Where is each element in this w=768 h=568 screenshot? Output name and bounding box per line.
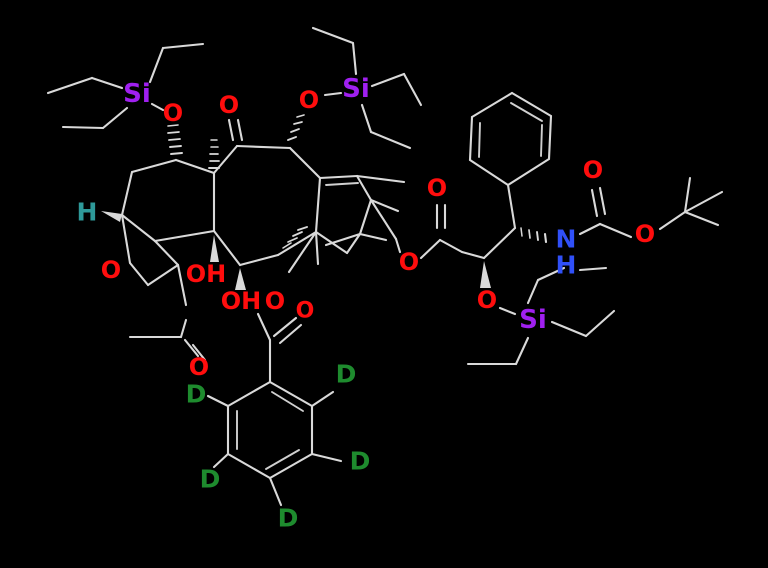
atom-label-d-2: D bbox=[336, 360, 357, 389]
bond-o-si3 bbox=[498, 306, 517, 316]
atom-label-d-5: D bbox=[278, 504, 299, 533]
atom-label-o-4: O bbox=[101, 256, 121, 284]
atom-label-nh-1: H bbox=[556, 251, 577, 280]
atom-label-d-4: D bbox=[200, 465, 221, 494]
atom-label-si-1: Si bbox=[123, 79, 151, 109]
benzene-d5-ring bbox=[226, 380, 314, 480]
atom-label-o-6: O bbox=[296, 299, 315, 324]
atom-label-o-5: O bbox=[265, 287, 285, 315]
atom-label-o-8: O bbox=[399, 248, 419, 276]
atom-label-d-3: D bbox=[350, 447, 371, 476]
ketone-c9 bbox=[227, 118, 244, 142]
wedge-c2-obz bbox=[235, 268, 246, 290]
atom-label-si-2: Si bbox=[342, 74, 370, 104]
atom-label-si-3: Si bbox=[519, 305, 547, 335]
hash-wedge-c13-otes bbox=[287, 114, 305, 141]
gem-dimethyl-c15 bbox=[287, 230, 320, 274]
hash-wedge-c3 bbox=[282, 226, 308, 249]
triethylsilyl-group-1 bbox=[46, 42, 205, 130]
taxane-ring-b bbox=[212, 144, 322, 267]
atom-label-h-1: H bbox=[77, 198, 98, 227]
boc-carbamate bbox=[578, 176, 724, 239]
phenyl-sidechain-ring bbox=[468, 91, 553, 187]
oxetane-ring bbox=[120, 213, 180, 287]
taxane-ring-a bbox=[120, 158, 216, 243]
atom-label-oh-2: OH bbox=[221, 287, 262, 315]
atom-label-o-10: O bbox=[477, 286, 497, 314]
acetate-group bbox=[128, 263, 207, 362]
atom-label-o-3: O bbox=[299, 86, 319, 114]
atom-label-o-7: O bbox=[189, 353, 209, 381]
atom-label-o-2: O bbox=[219, 91, 239, 119]
atom-label-o-1: O bbox=[163, 99, 183, 127]
hash-wedge-3prime-n bbox=[520, 227, 548, 244]
benzoate-ester bbox=[256, 312, 303, 384]
benzene-d-bonds bbox=[206, 390, 343, 507]
bond-n-h bbox=[578, 266, 608, 272]
atom-label-oh-1: OH bbox=[186, 260, 227, 288]
triethylsilyl-group-3 bbox=[466, 266, 616, 366]
hash-wedge-o1-c7 bbox=[167, 124, 183, 155]
wedge-2prime-o bbox=[480, 261, 491, 288]
atom-label-o-12: O bbox=[635, 220, 655, 248]
taxane-ring-c bbox=[314, 174, 406, 255]
atom-label-d-1: D bbox=[186, 380, 207, 409]
sidechain-backbone bbox=[460, 183, 517, 260]
wedge-c1-oh bbox=[210, 235, 219, 262]
sidechain-ester bbox=[369, 198, 464, 260]
atom-label-n-1: N bbox=[556, 225, 577, 254]
hash-wedge-c8-methyl bbox=[208, 139, 220, 169]
atom-label-o-9: O bbox=[427, 174, 447, 202]
wedge-h-oxetane bbox=[101, 211, 122, 222]
atom-label-o-11: O bbox=[583, 156, 603, 184]
triethylsilyl-group-2 bbox=[311, 26, 423, 150]
